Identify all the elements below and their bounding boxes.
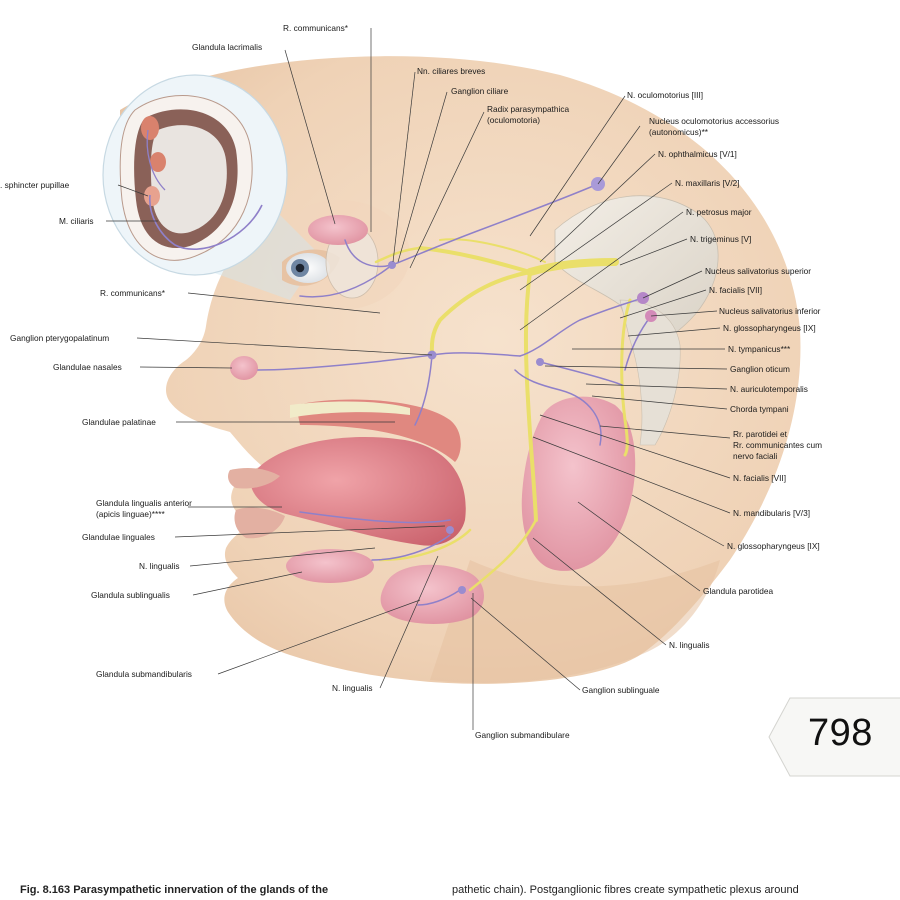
ganglion-submandibulare-dot <box>458 586 466 594</box>
ganglion-sublinguale-dot <box>446 526 454 534</box>
label-glandula-lingualis-anterior: Glandula lingualis anterior <box>96 498 192 508</box>
eye-inset-ciliary-2 <box>150 152 166 172</box>
label-rr-parotidei-2: Rr. communicantes cum <box>733 440 822 450</box>
label-nucleus-salivatorius-inferior: Nucleus salivatorius inferior <box>719 306 821 316</box>
neck-shadow <box>430 560 720 683</box>
label-nucleus-salivatorius-superior: Nucleus salivatorius superior <box>705 266 811 276</box>
figure-caption-left: Fig. 8.163 Parasympathetic innervation o… <box>20 884 329 896</box>
label-n-lingualis-bottom: N. lingualis <box>332 683 373 693</box>
label-glandulae-linguales: Glandulae linguales <box>82 532 155 542</box>
label-glandula-sublingualis: Glandula sublingualis <box>91 590 170 600</box>
submandibular-gland-shape <box>380 564 484 624</box>
label-glandula-lingualis-anterior-2: (apicis linguae)**** <box>96 509 165 519</box>
label-nucleus-oculomotorius: Nucleus oculomotorius accessorius <box>649 116 779 126</box>
label-r-communicans-mid: R. communicans* <box>100 288 166 298</box>
label-ganglion-ciliare: Ganglion ciliare <box>451 86 509 96</box>
label-chorda-tympani: Chorda tympani <box>730 404 789 414</box>
label-glandula-submandibularis: Glandula submandibularis <box>96 669 192 679</box>
sublingual-gland-shape <box>286 549 374 583</box>
label-rr-parotidei: Rr. parotidei et <box>733 429 788 439</box>
leader-lines <box>106 28 731 730</box>
label-nucleus-oculomotorius-2: (autonomicus)** <box>649 127 709 137</box>
label-n-lingualis-left: N. lingualis <box>139 561 180 571</box>
label-ganglion-oticum: Ganglion oticum <box>730 364 790 374</box>
label-nn-ciliares-breves: Nn. ciliares breves <box>417 66 485 76</box>
label-ganglion-submandibulare: Ganglion submandibulare <box>475 730 570 740</box>
diagram-labels: R. communicans* Glandula lacrimalis Nn. … <box>0 23 822 740</box>
brainstem-lower <box>619 299 681 446</box>
page-number-tab <box>768 697 900 777</box>
label-n-oculomotorius: N. oculomotorius [III] <box>627 90 703 100</box>
brainstem <box>554 195 719 347</box>
pupil <box>295 263 305 273</box>
eye-inset-ciliary-3 <box>144 186 160 206</box>
label-n-auriculotemporalis: N. auriculotemporalis <box>730 384 808 394</box>
label-radix-parasympathica-2: (oculomotoria) <box>487 115 540 125</box>
label-n-tympanicus: N. tympanicus*** <box>728 344 791 354</box>
label-n-lingualis-right: N. lingualis <box>669 640 710 650</box>
parotid-gland-shape <box>521 396 636 571</box>
label-n-mandibularis: N. mandibularis [V/3] <box>733 508 810 518</box>
label-n-maxillaris: N. maxillaris [V/2] <box>675 178 740 188</box>
label-ganglion-sublinguale: Ganglion sublinguale <box>582 685 660 695</box>
eye-inset-interior <box>150 125 227 234</box>
figure-caption-right: pathetic chain). Postganglionic fibres c… <box>452 884 799 896</box>
label-r-communicans-top: R. communicans* <box>283 23 349 33</box>
eye-inset-nerve-fibre-2 <box>146 129 166 191</box>
label-glandula-parotidea: Glandula parotidea <box>703 586 774 596</box>
upper-lip <box>228 468 280 489</box>
label-ganglion-pterygopalatinum: Ganglion pterygopalatinum <box>10 333 109 343</box>
label-n-glossopharyngeus-top: N. glossopharyngeus [IX] <box>723 323 816 333</box>
label-radix-parasympathica: Radix parasympathica <box>487 104 569 114</box>
label-rr-parotidei-3: nervo faciali <box>733 451 777 461</box>
label-glandulae-palatinae: Glandulae palatinae <box>82 417 156 427</box>
eye-inset-ciliary-1 <box>141 116 159 140</box>
label-n-petrosus-major: N. petrosus major <box>686 207 752 217</box>
page-number: 798 <box>808 712 873 754</box>
label-n-glossopharyngeus-bottom: N. glossopharyngeus [IX] <box>727 541 820 551</box>
ganglion-oticum-dot <box>536 358 544 366</box>
label-m-ciliaris: M. ciliaris <box>59 216 94 226</box>
upper-teeth <box>290 401 410 418</box>
tongue <box>250 436 466 546</box>
label-m-sphincter-pupillae: . sphincter pupillae <box>0 180 70 190</box>
ganglion-ciliare-dot <box>388 261 396 269</box>
label-n-ophthalmicus: N. ophthalmicus [V/1] <box>658 149 737 159</box>
eye-inset-nerve-fibre <box>149 194 263 250</box>
glandulae-nasales-shape <box>230 356 258 380</box>
purple-nerves <box>257 183 652 606</box>
label-n-facialis-top: N. facialis [VII] <box>709 285 762 295</box>
label-glandulae-nasales: Glandulae nasales <box>53 362 122 372</box>
label-n-facialis-bottom: N. facialis [VII] <box>733 473 786 483</box>
glandula-lacrimalis-shape <box>308 215 368 245</box>
label-n-trigeminus: N. trigeminus [V] <box>690 234 751 244</box>
label-glandula-lacrimalis: Glandula lacrimalis <box>192 42 262 52</box>
lower-lip <box>234 507 285 539</box>
yellow-nerves <box>374 238 632 592</box>
